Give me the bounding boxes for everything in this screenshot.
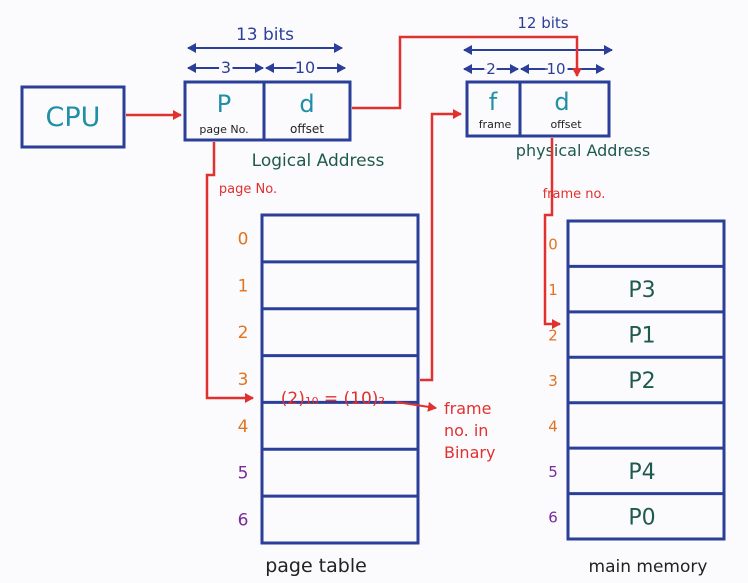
page-table-index: 6 [238, 511, 249, 531]
d-caption: offset [290, 122, 324, 136]
page-number-arrow [205, 142, 254, 403]
page-table-index: 2 [238, 323, 249, 343]
memory-index: 2 [548, 327, 558, 345]
memory-index: 6 [548, 508, 558, 526]
physical-box [465, 80, 611, 138]
memory-frame-p4: P4 [628, 460, 655, 485]
physical-d-caption: offset [550, 118, 582, 131]
memory-index: 0 [548, 236, 558, 254]
physical-d-letter: d [554, 88, 569, 116]
page-table-index: 3 [238, 370, 249, 390]
page-table-index-header: page No. [219, 182, 277, 197]
page-table-caption: page table [265, 555, 367, 577]
physical-to-memory-arrow [543, 138, 561, 329]
f-caption: frame [479, 118, 512, 131]
annotation-line-1: frame [444, 399, 491, 418]
logical-caption: Logical Address [252, 151, 385, 171]
memory-frame-p0: P0 [628, 505, 655, 530]
logical-box [183, 80, 352, 142]
f-letter: f [489, 88, 498, 116]
d-letter: d [299, 90, 314, 118]
memory-index: 5 [548, 463, 558, 481]
page-table-box [260, 213, 420, 545]
memory-box [566, 219, 726, 541]
d-bits-label: 10 [295, 58, 315, 77]
offset-copy-arrow [352, 35, 582, 110]
page-table-index: 5 [238, 464, 249, 484]
f-bits-label: 2 [486, 60, 496, 78]
memory-index: 3 [548, 372, 558, 390]
cpu-block: CPU [20, 85, 126, 149]
memory-frame-p2: P2 [628, 369, 655, 394]
page-table-index: 0 [238, 229, 249, 249]
page-table-index: 4 [238, 417, 249, 437]
memory-frame-p3: P3 [628, 278, 655, 303]
memory-frame-p1: P1 [628, 324, 655, 349]
cpu-label: CPU [46, 102, 101, 133]
memory-index: 1 [548, 281, 558, 299]
logical-address: 13 bits 3 10 P page No. d offset Logical… [183, 25, 385, 171]
page-table-indices: 0 1 2 3 4 5 6 [238, 229, 249, 530]
logical-bits-label: 13 bits [236, 25, 294, 45]
physical-caption: physical Address [516, 141, 650, 160]
physical-address: 12 bits 2 10 f frame d offset physical A… [463, 14, 650, 160]
memory-index-header: frame no. [543, 187, 606, 202]
offset-bits-label: 10 [546, 60, 565, 78]
p-caption: page No. [199, 123, 248, 136]
page-table-index: 1 [238, 276, 249, 296]
annotation-line-3: Binary [444, 443, 495, 462]
frame-number-arrow [420, 109, 462, 382]
frame-annotation: frame no. in Binary [444, 399, 497, 462]
memory-row-dividers [568, 264, 724, 496]
physical-bits-label: 12 bits [517, 14, 568, 32]
page-table-entry: (2)₁₀ = (10)₂ [281, 389, 385, 409]
memory-index: 4 [548, 417, 558, 435]
p-letter: P [217, 90, 231, 118]
frame-annotation-arrow [395, 401, 437, 412]
p-bits-label: 3 [221, 58, 231, 77]
memory-indices: 0 1 2 3 4 5 6 [548, 236, 558, 527]
page-table: page No. 0 1 2 3 4 5 6 (2)₁₀ = (10)₂ page tabl… [219, 182, 420, 577]
cpu-box [20, 85, 126, 149]
page-table-row-dividers [262, 260, 418, 498]
annotation-line-2: no. in [444, 421, 488, 440]
memory-caption: main memory [589, 557, 708, 577]
